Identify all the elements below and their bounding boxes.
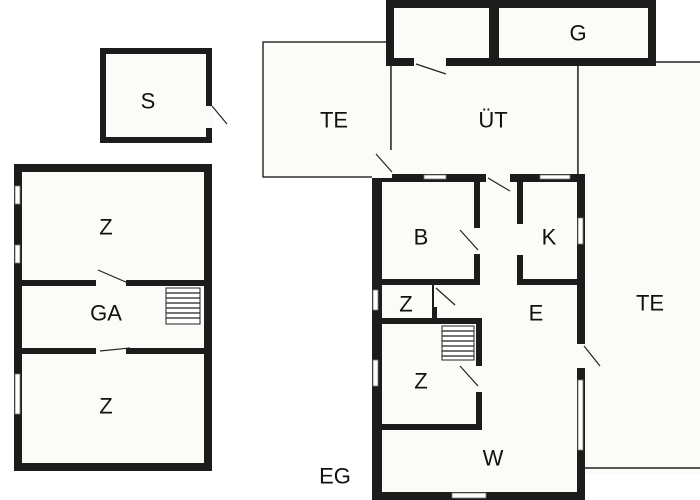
door-swing: [415, 63, 447, 75]
label-room-mid: Z: [414, 369, 427, 394]
window: [14, 185, 21, 205]
garden-room-block: [386, 0, 656, 75]
shed: [100, 48, 228, 143]
label-bath: B: [414, 225, 429, 250]
label-terrace-east: TE: [636, 291, 664, 316]
floor-label: EG: [319, 464, 351, 489]
window: [577, 379, 584, 451]
label-utility: ÜT: [478, 108, 507, 133]
door-swing: [487, 177, 511, 192]
door-swing: [99, 347, 131, 352]
stairs-main: [441, 325, 475, 361]
utility-outline: [390, 61, 579, 178]
terrace-east-outline: [577, 61, 700, 474]
door-swing: [375, 153, 393, 173]
stairs-left: [165, 287, 201, 325]
door-swing: [435, 287, 456, 306]
window: [14, 244, 21, 264]
door-swing: [459, 365, 479, 387]
label-left-room-bottom: Z: [99, 394, 112, 419]
left-building: [14, 164, 212, 471]
main-house: [372, 150, 601, 500]
window: [577, 217, 584, 245]
window: [423, 174, 447, 180]
window: [372, 289, 379, 311]
label-shed: S: [141, 89, 156, 114]
label-living: W: [483, 446, 504, 471]
label-terrace-west: TE: [320, 108, 348, 133]
window: [14, 373, 21, 415]
door-swing: [583, 345, 601, 367]
window: [451, 492, 487, 499]
label-left-room-top: Z: [99, 215, 112, 240]
door-swing: [459, 229, 479, 251]
terrace-west-outline: [262, 41, 392, 178]
door-swing: [97, 269, 129, 284]
window: [539, 174, 571, 180]
label-left-hall: GA: [90, 301, 122, 326]
label-hall: E: [529, 301, 544, 326]
label-kitchen: K: [542, 225, 557, 250]
window: [372, 359, 379, 387]
label-garden-room: G: [569, 21, 586, 46]
door-swing: [211, 105, 228, 125]
label-small-room: Z: [399, 292, 412, 317]
